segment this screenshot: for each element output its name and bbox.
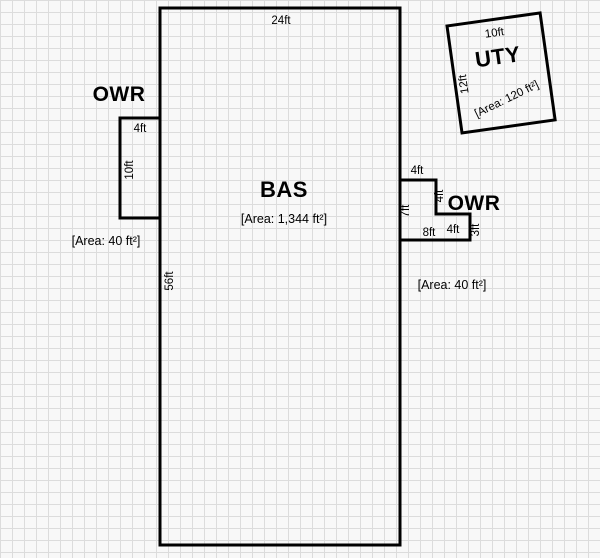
owr-right-left-dim: 7ft — [400, 204, 412, 218]
bas-label: BAS — [260, 177, 308, 202]
bas-area-label: [Area: 1,344 ft²] — [241, 212, 327, 226]
owr-right-shape: 4ft 4ft 7ft 8ft 4ft 3ft OWR [Area: 40 ft… — [398, 165, 501, 292]
owr-right-area-label: [Area: 40 ft²] — [418, 278, 487, 292]
bas-height-dim: 56ft — [164, 271, 176, 291]
owr-left-label: OWR — [93, 83, 146, 106]
uty-label: UTY — [474, 41, 523, 72]
owr-right-bottom-dim: 8ft — [423, 227, 437, 239]
bas-outline[interactable] — [158, 6, 402, 547]
owr-right-upper-right-dim: 4ft — [434, 189, 446, 203]
owr-right-outline[interactable] — [398, 178, 472, 242]
owr-right-label: OWR — [448, 192, 501, 215]
owr-right-top-dim: 4ft — [411, 165, 425, 177]
uty-width-dim: 10ft — [484, 26, 505, 41]
owr-left-shape: OWR 4ft 10ft [Area: 40 ft²] — [72, 83, 162, 248]
owr-left-outline[interactable] — [118, 116, 162, 220]
uty-height-dim: 12ft — [457, 73, 472, 94]
owr-left-height-dim: 10ft — [124, 160, 136, 180]
owr-left-width-dim: 4ft — [134, 123, 148, 135]
uty-shape: 10ft UTY 12ft [Area: 120 ft²] — [445, 11, 557, 135]
bas-shape: 24ft 56ft BAS [Area: 1,344 ft²] — [158, 6, 402, 547]
uty-area-label: [Area: 120 ft²] — [473, 79, 541, 120]
owr-right-lower-right-dim: 3ft — [470, 223, 482, 237]
uty-outline[interactable] — [445, 11, 557, 135]
bas-width-dim: 24ft — [271, 15, 291, 27]
owr-right-mid-dim: 4ft — [447, 224, 461, 236]
owr-left-area-label: [Area: 40 ft²] — [72, 234, 141, 248]
